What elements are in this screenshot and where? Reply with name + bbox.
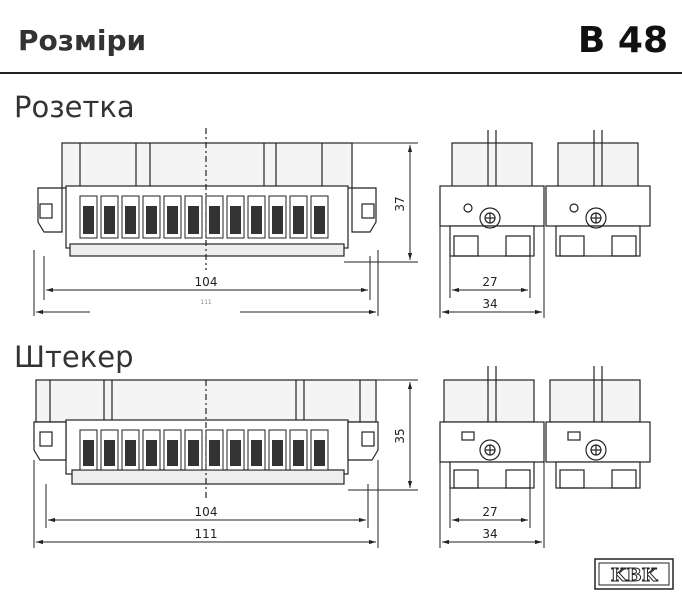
- contact-pin: [251, 440, 262, 466]
- socket-width-inner-label: 104: [195, 275, 218, 289]
- plug-side-views: [439, 366, 651, 489]
- plug-height-label: 35: [393, 428, 407, 443]
- plug-width-outer-label: 111: [195, 527, 218, 541]
- socket-width-outer-label: 111: [200, 299, 212, 306]
- contact-pin: [314, 206, 325, 234]
- logo-text: KBK: [611, 565, 659, 586]
- contact-pin: [209, 440, 220, 466]
- contact-pin: [272, 440, 283, 466]
- socket-side-width-outer-label: 34: [482, 297, 497, 311]
- socket-side-views: [439, 130, 651, 257]
- contact-pin: [314, 440, 325, 466]
- plug-width-inner-label: 104: [195, 505, 218, 519]
- plug-side-width-inner-label: 27: [482, 505, 497, 519]
- section-title-plug: Штекер: [14, 340, 134, 374]
- contact-pin: [83, 206, 94, 234]
- contact-pin: [104, 440, 115, 466]
- contact-pin: [83, 440, 94, 466]
- product-code: B 48: [577, 20, 668, 61]
- contact-pin: [146, 440, 157, 466]
- contact-pin: [272, 206, 283, 234]
- contact-pin: [167, 440, 178, 466]
- socket-height-label: 37: [393, 196, 407, 211]
- contact-pin: [104, 206, 115, 234]
- plug-contacts-row: [79, 429, 329, 471]
- header-divider: [0, 72, 682, 74]
- contact-pin: [125, 206, 136, 234]
- contact-pin: [293, 440, 304, 466]
- socket-side-dimensions: [439, 226, 545, 318]
- socket-contacts-row: [79, 195, 329, 239]
- contact-pin: [146, 206, 157, 234]
- page-title: Розміри: [18, 24, 147, 57]
- contact-pin: [293, 206, 304, 234]
- plug-side-dimensions: [439, 462, 545, 548]
- contact-pin: [251, 206, 262, 234]
- contact-pin: [230, 206, 241, 234]
- contact-pin: [209, 206, 220, 234]
- contact-pin: [230, 440, 241, 466]
- kbk-logo: KBK: [594, 558, 674, 590]
- contact-pin: [188, 206, 199, 234]
- socket-side-width-inner-label: 27: [482, 275, 497, 289]
- socket-dimensions: [33, 142, 418, 316]
- section-title-socket: Розетка: [14, 90, 135, 124]
- contact-pin: [167, 206, 178, 234]
- contact-pin: [125, 440, 136, 466]
- plug-dimensions: [33, 379, 418, 548]
- plug-side-width-outer-label: 34: [482, 527, 497, 541]
- contact-pin: [188, 440, 199, 466]
